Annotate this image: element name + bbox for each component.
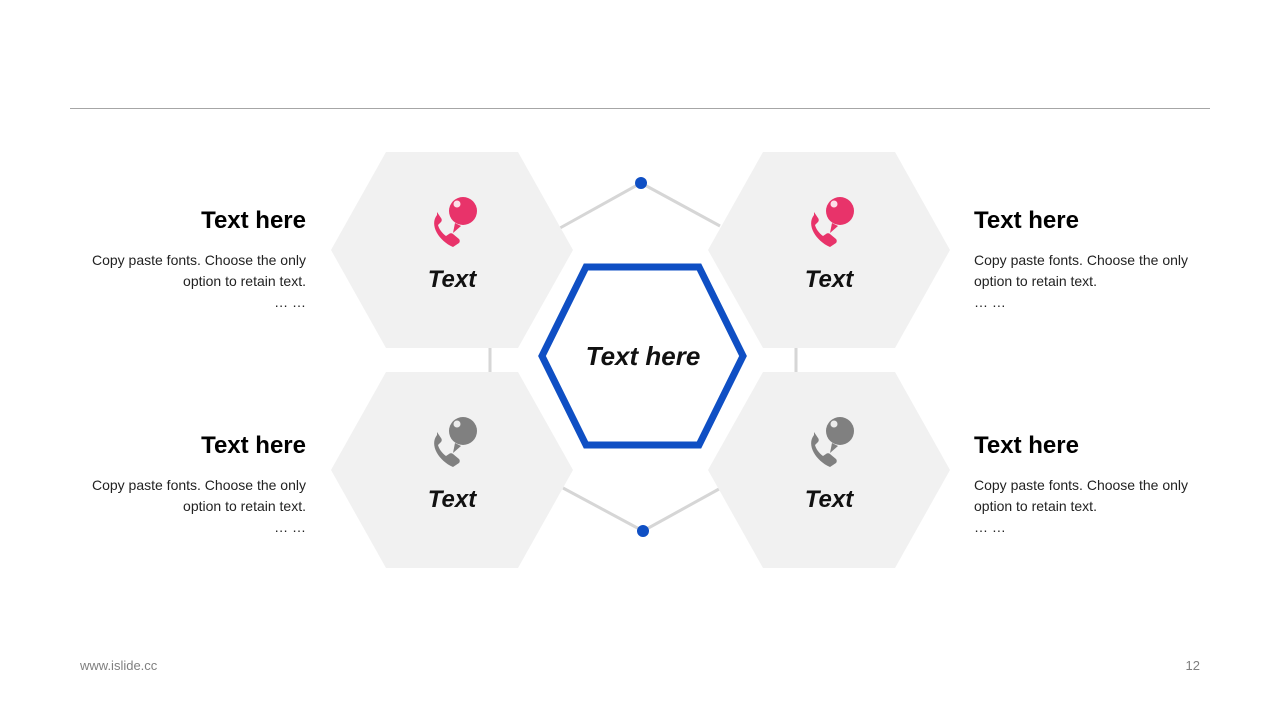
text-block-bottom-right: Text here Copy paste fonts. Choose the o… [974,432,1214,538]
block-ellipsis: … … [274,294,306,310]
page-number: 12 [1185,658,1200,673]
hexagon-top-left [331,152,573,348]
top-divider [70,108,1210,109]
footer-website: www.islide.cc [80,658,158,673]
block-body: Copy paste fonts. Choose the only option… [974,252,1189,289]
center-hexagon [538,263,747,449]
hexagon-label: Text [427,486,477,513]
hexagon-label: Text [804,486,854,513]
hexagon-top-right [708,152,950,348]
connector-line [562,486,644,533]
block-body: Copy paste fonts. Choose the only option… [91,477,306,514]
hexagon-label: Text [804,266,854,293]
block-title: Text here [974,207,1079,234]
block-title: Text here [201,207,306,234]
block-title: Text here [974,432,1079,459]
hexagon-label: Text [427,266,477,293]
block-ellipsis: … … [974,294,1006,310]
connector-dot [635,177,647,189]
block-title: Text here [201,432,306,459]
block-ellipsis: … … [974,519,1006,535]
hexagon-bottom-left [331,372,573,568]
block-ellipsis: … … [274,519,306,535]
hexagon-bottom-right [708,372,950,568]
block-body: Copy paste fonts. Choose the only option… [974,477,1189,514]
connector-line [559,181,642,230]
text-block-bottom-left: Text here Copy paste fonts. Choose the o… [66,432,306,538]
text-block-top-right: Text here Copy paste fonts. Choose the o… [974,207,1214,313]
text-block-top-left: Text here Copy paste fonts. Choose the o… [66,207,306,313]
block-body: Copy paste fonts. Choose the only option… [91,252,306,289]
center-label: Text here [585,341,701,371]
connector-dot [637,525,649,537]
connector-line [642,487,720,533]
connector-line [640,181,721,228]
